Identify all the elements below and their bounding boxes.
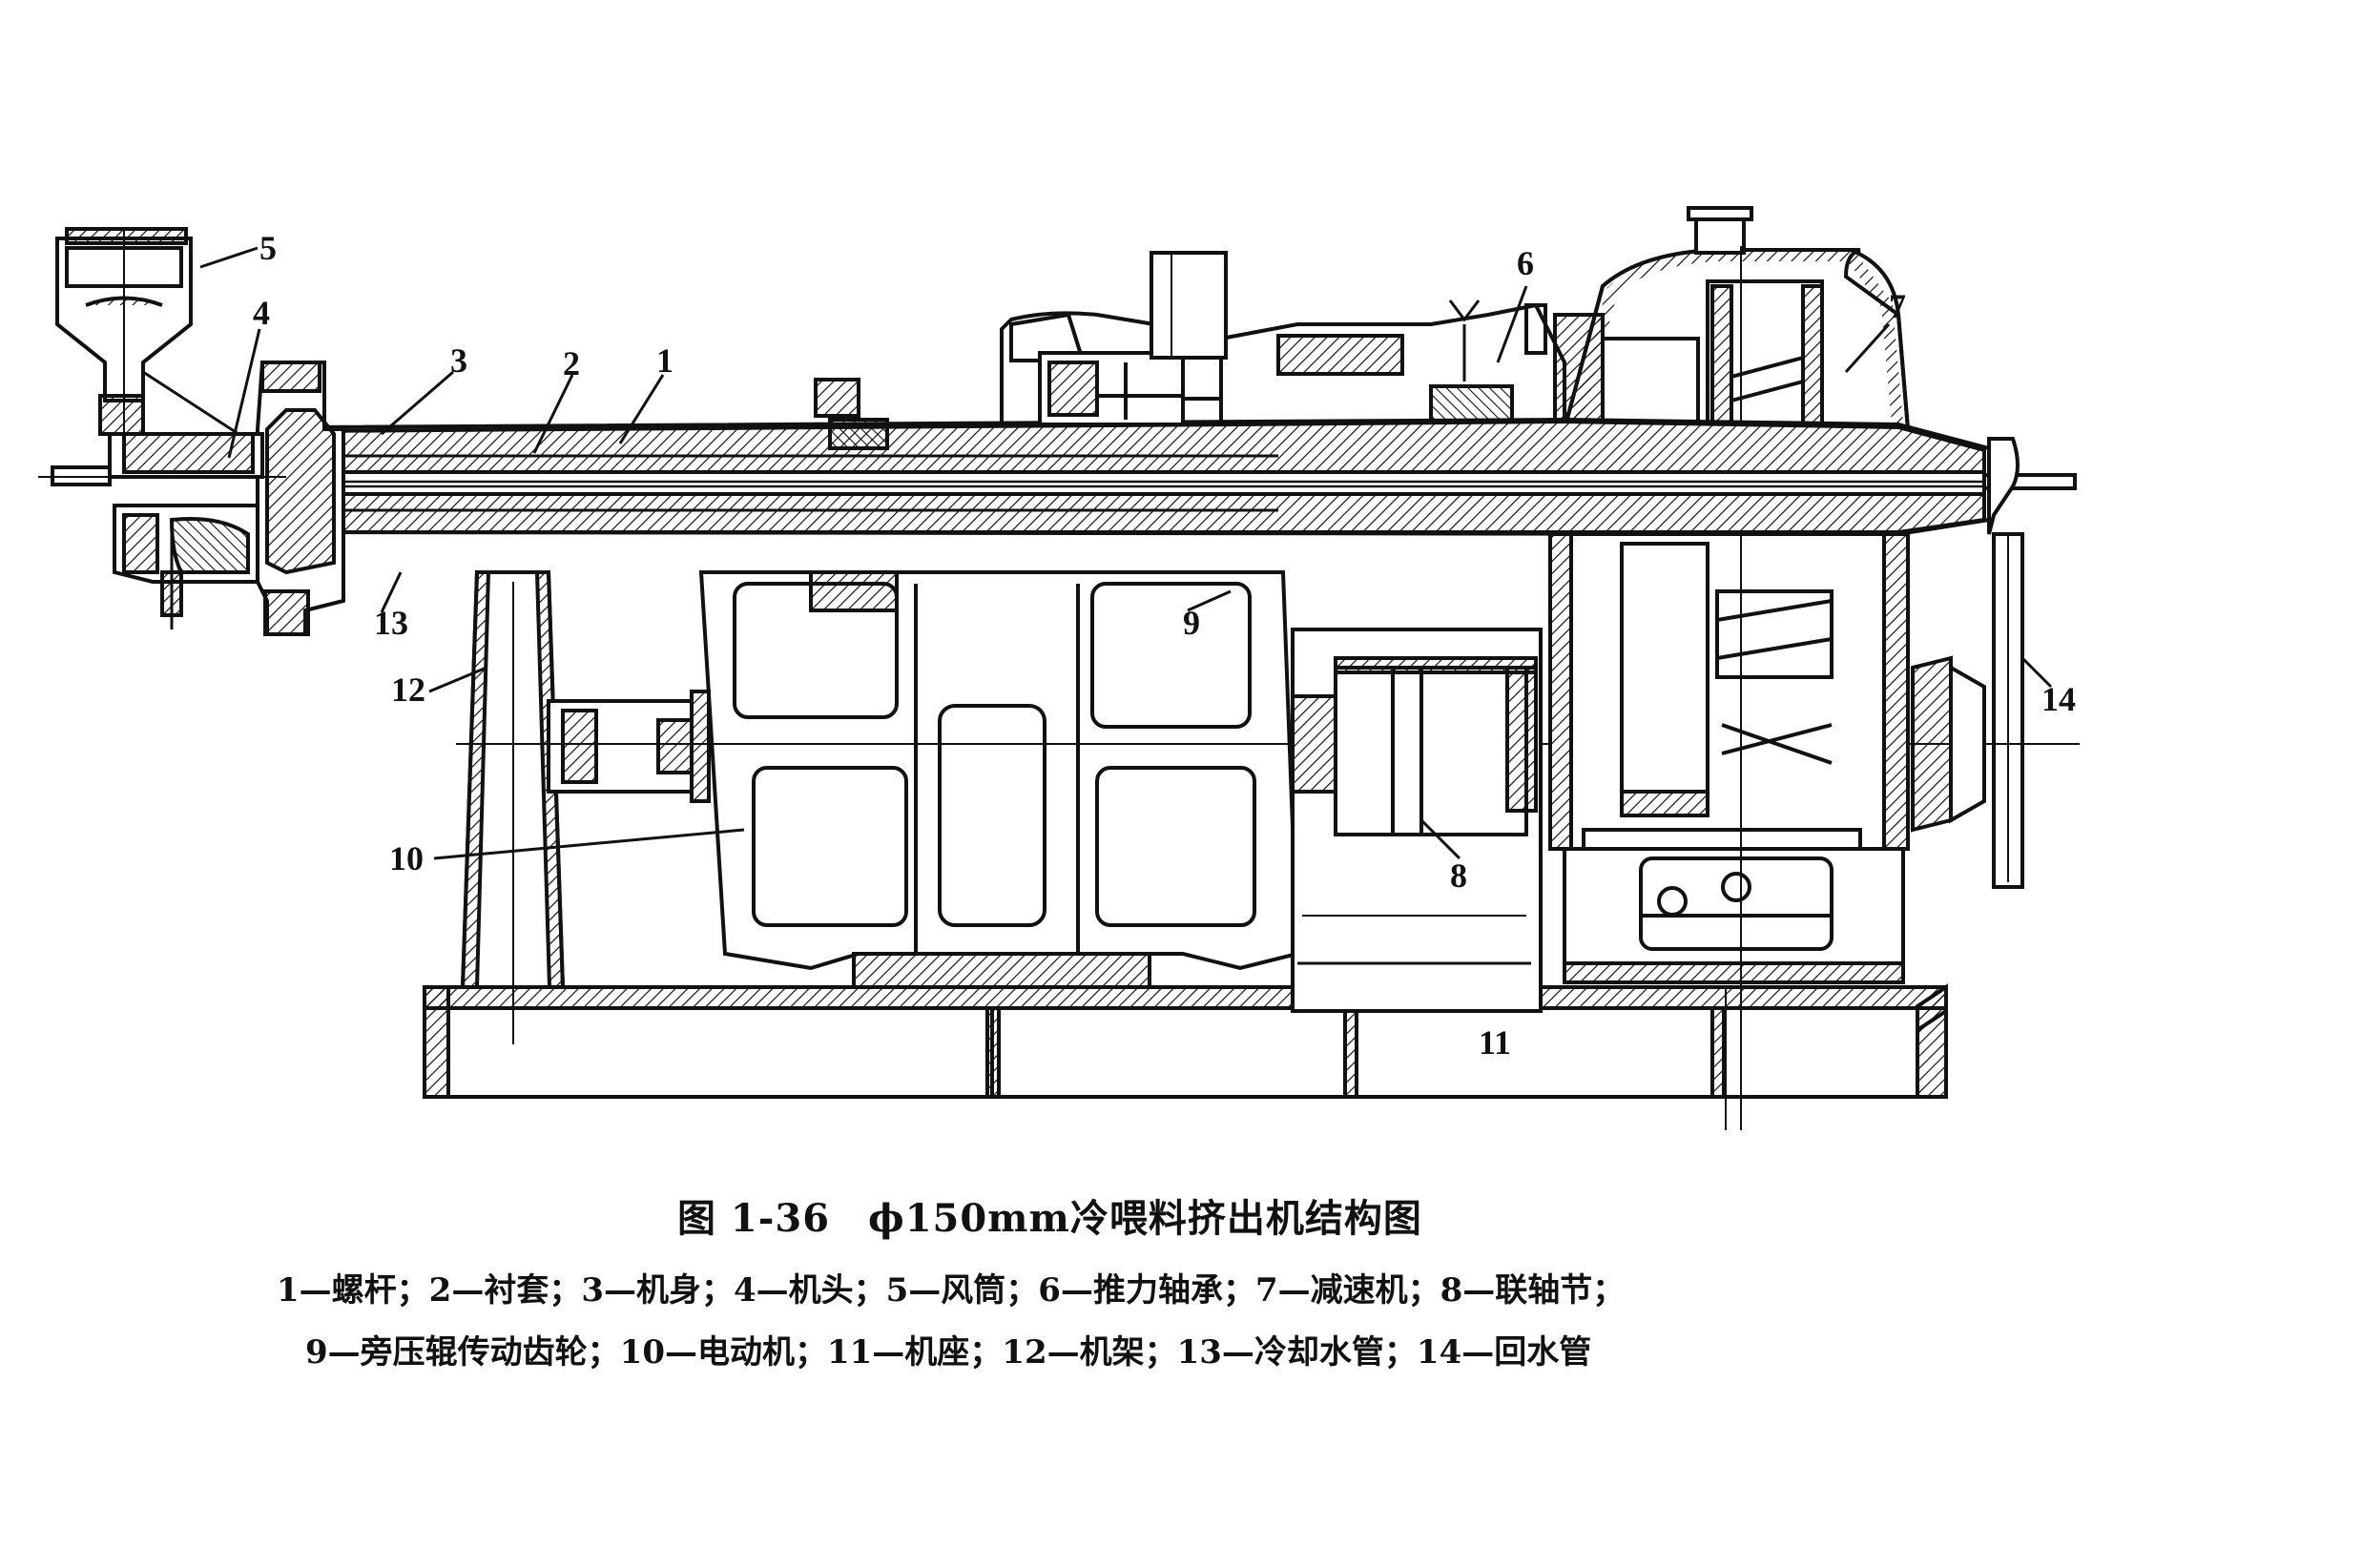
callout-6: 6 (1517, 244, 1534, 282)
callout-14: 14 (2041, 680, 2076, 718)
callout-7: 7 (1889, 287, 1906, 325)
coupling (1291, 628, 1543, 1013)
callout-3: 3 (450, 341, 467, 380)
callout-8: 8 (1450, 856, 1467, 895)
die-head (38, 361, 345, 636)
return-water-pipe (1911, 437, 2061, 889)
callout-5: 5 (259, 229, 277, 267)
figure-number: 图 1-36 (677, 1196, 831, 1241)
fan-hood (55, 227, 239, 436)
legend-line-1: 1—螺杆；2—衬套；3—机身；4—机头；5—风筒；6—推力轴承；7—减速机；8—… (277, 1271, 1626, 1310)
reducer-housing (1548, 206, 1911, 1130)
barrel-assembly (303, 417, 2077, 537)
callout-12: 12 (391, 671, 425, 709)
callout-13: 13 (374, 604, 408, 642)
callout-2: 2 (563, 344, 580, 382)
callout-9: 9 (1183, 604, 1200, 642)
figure-caption: 图 1-36 ϕ150mm冷喂料挤出机结构图 (677, 1187, 1422, 1243)
machine-base (423, 983, 1948, 1099)
callout-1: 1 (656, 341, 673, 380)
top-stack (1150, 251, 1228, 360)
figure-title: ϕ150mm冷喂料挤出机结构图 (868, 1196, 1422, 1241)
legend-line-2: 9—旁压辊传动齿轮；10—电动机；11—机座；12—机架；13—冷却水管；14—… (305, 1333, 1592, 1372)
leader-lines (199, 246, 2053, 860)
callout-11: 11 (1479, 1023, 1511, 1062)
callout-4: 4 (253, 294, 270, 332)
frame-leg (460, 570, 566, 1044)
motor (698, 570, 1300, 989)
callout-labels: 1 2 3 4 5 6 7 8 9 10 11 12 13 14 (253, 229, 2076, 1062)
callout-10: 10 (389, 839, 424, 877)
